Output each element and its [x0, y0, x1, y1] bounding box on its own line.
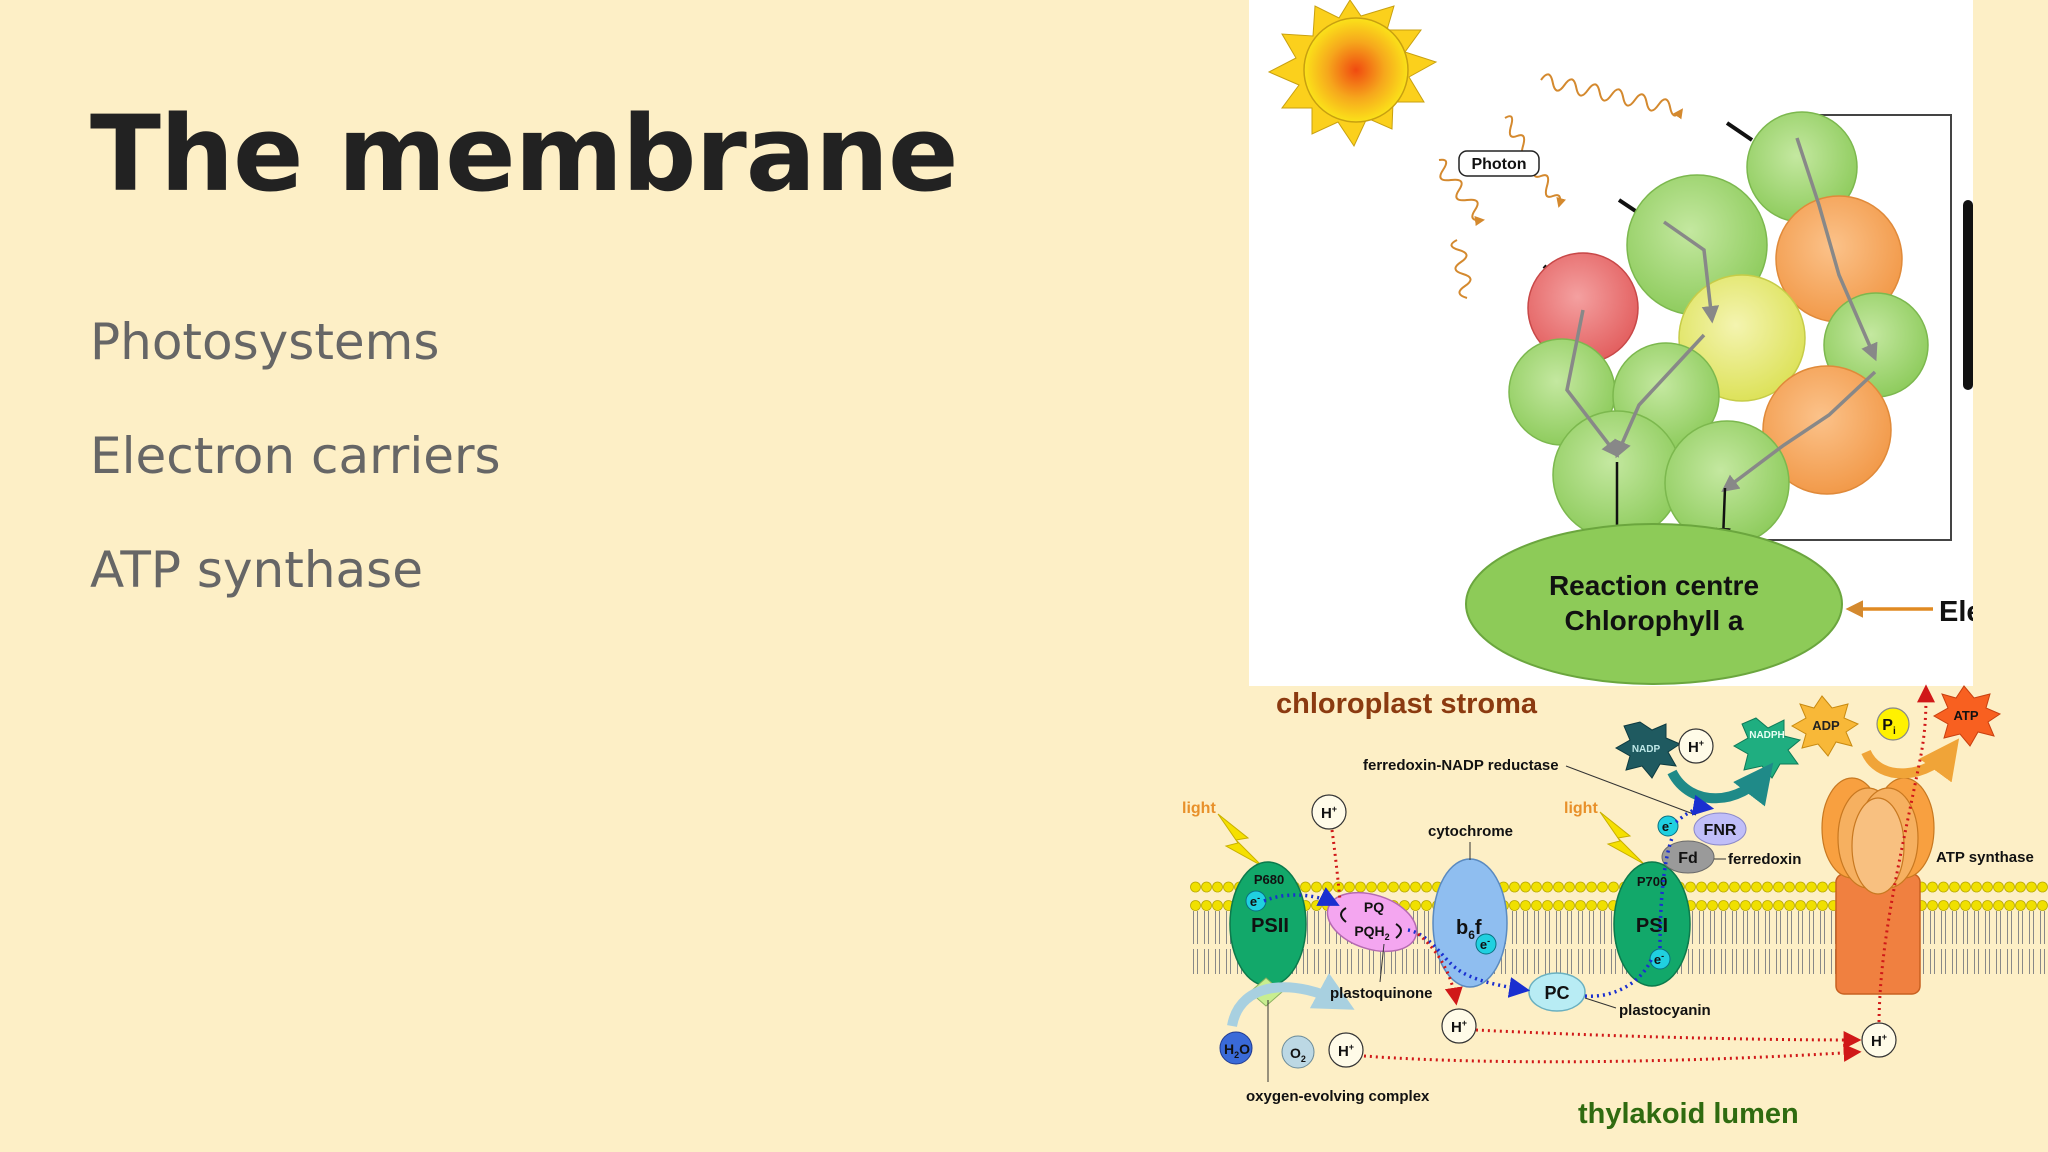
phosphate-icon: Pi — [1876, 707, 1910, 741]
nadp-label: NADP — [1632, 744, 1661, 755]
svg-text:H+: H+ — [1688, 738, 1704, 756]
reaction-centre-line2: Chlorophyll a — [1565, 605, 1744, 636]
bullet-electron-carriers: Electron carriers — [90, 427, 501, 485]
proton-lumen-1: H+ — [1328, 1032, 1364, 1068]
b6f-sub: 6 — [1468, 928, 1475, 942]
atp-formation-arrow — [1861, 738, 1960, 783]
fd-label: Fd — [1678, 850, 1698, 867]
svg-text:H+: H+ — [1451, 1018, 1467, 1036]
proton-stroma-2: H+ — [1678, 728, 1714, 764]
svg-text:e-: e- — [1480, 936, 1490, 952]
photon-wave — [1540, 73, 1684, 120]
o2-sub: 2 — [1301, 1054, 1306, 1064]
svg-text:e-: e- — [1654, 951, 1664, 967]
psii-label: PSII — [1251, 915, 1289, 937]
svg-text:H+: H+ — [1871, 1032, 1887, 1050]
photon-label-box — [1458, 150, 1540, 177]
svg-text:H+: H+ — [1321, 804, 1337, 822]
nadph-label: NADPH — [1749, 730, 1785, 741]
o2-molecule — [1281, 1035, 1315, 1069]
ferredoxin-label: ferredoxin — [1728, 851, 1801, 868]
b6f-b: b — [1456, 917, 1468, 939]
bullet-atp-synthase: ATP synthase — [90, 541, 423, 599]
h2o-h: H — [1224, 1041, 1234, 1057]
pigment-orange — [1762, 365, 1892, 495]
pi-sub: i — [1893, 726, 1896, 737]
fnr-label: FNR — [1704, 822, 1737, 839]
svg-text:Pi: Pi — [1882, 717, 1896, 737]
svg-text:H2O: H2O — [1224, 1041, 1250, 1060]
plastoquinone-pool — [1326, 891, 1418, 953]
lumen-label: thylakoid lumen — [1578, 1098, 1799, 1130]
b6f-f: f — [1475, 917, 1482, 939]
proton-flow-path — [1330, 684, 1935, 1064]
photon-label: Photon — [1471, 156, 1526, 173]
adp-label: ADP — [1812, 718, 1840, 733]
stroma-label: chloroplast stroma — [1276, 688, 1538, 720]
electron-fd: e- — [1657, 815, 1679, 837]
thylakoid-membrane-figure: chloroplast stroma thylakoid lumen light… — [1182, 684, 2048, 1130]
antenna-complex-figure: Photon Reaction centre Chlorophyll a Ele — [1249, 0, 1973, 686]
photon-wave — [1438, 158, 1485, 226]
sun-icon — [1267, 0, 1438, 148]
electron-b6f: e- — [1475, 933, 1497, 955]
slide-title: The membrane — [90, 93, 958, 215]
cytochrome-label: cytochrome — [1428, 823, 1513, 840]
atp-label: ATP — [1953, 708, 1978, 723]
pc-label: PC — [1544, 983, 1569, 1003]
svg-text:H+: H+ — [1338, 1042, 1354, 1060]
ferredoxin — [1661, 840, 1715, 874]
atp-synthase-head — [1821, 777, 1935, 895]
proton-stroma-1: H+ — [1311, 794, 1347, 830]
svg-text:PQH2: PQH2 — [1354, 923, 1389, 942]
svg-text:O2: O2 — [1290, 1045, 1306, 1064]
pqh2-label: PQH — [1354, 923, 1384, 939]
adp-star-icon: ADP — [1790, 695, 1860, 757]
proton-lumen-2: H+ — [1441, 1008, 1477, 1044]
reaction-centre-line1: Reaction centre — [1549, 570, 1759, 601]
electron-psi: e- — [1649, 948, 1671, 970]
electron-label-cut: Ele — [1939, 596, 1973, 628]
electron-flow-path — [1263, 794, 1715, 998]
h2o-sub: 2 — [1234, 1050, 1239, 1060]
light-label: light — [1182, 800, 1216, 817]
light-label: light — [1564, 800, 1598, 817]
reaction-centre — [1465, 523, 1843, 685]
svg-text:b6f: b6f — [1456, 917, 1482, 942]
fnr-enzyme — [1693, 812, 1747, 846]
proton-lumen-3: H+ — [1861, 1022, 1897, 1058]
p700-label: P700 — [1637, 874, 1667, 889]
lightning-icon — [1217, 813, 1263, 867]
svg-text:e-: e- — [1662, 818, 1672, 834]
water-split-arrow — [1227, 973, 1355, 1028]
psi-label: PSI — [1636, 915, 1668, 937]
bullet-list: Photosystems Electron carriers ATP synth… — [90, 305, 501, 647]
bullet-photosystems: Photosystems — [90, 313, 440, 371]
p680-label: P680 — [1254, 872, 1284, 887]
pqh2-sub: 2 — [1385, 932, 1390, 942]
h2o-o: O — [1239, 1041, 1250, 1057]
atp-star-icon: ATP — [1932, 685, 2002, 747]
fnr-enzyme-label: ferredoxin-NADP reductase — [1363, 757, 1559, 774]
pq-label: PQ — [1364, 899, 1384, 915]
nadp-reduction-arrow — [1667, 762, 1774, 807]
oec-label: oxygen-evolving complex — [1246, 1088, 1430, 1105]
photon-wave — [1450, 239, 1472, 299]
nadph-star-icon: NADPH — [1732, 717, 1802, 779]
electron-psii: e- — [1245, 890, 1267, 912]
psi-complex — [1613, 861, 1691, 987]
o2-o: O — [1290, 1045, 1301, 1061]
h2o-molecule — [1219, 1031, 1253, 1065]
energy-transfer-arrows — [1565, 137, 1878, 493]
plastoquinone-label: plastoquinone — [1330, 985, 1433, 1002]
atp-synthase-label: ATP synthase — [1936, 849, 2034, 866]
nadp-star-icon: NADP — [1614, 721, 1682, 779]
svg-text:e-: e- — [1250, 893, 1260, 909]
plastocyanin-label: plastocyanin — [1619, 1002, 1711, 1019]
pi-label: P — [1882, 717, 1893, 734]
lightning-icon — [1599, 811, 1645, 865]
